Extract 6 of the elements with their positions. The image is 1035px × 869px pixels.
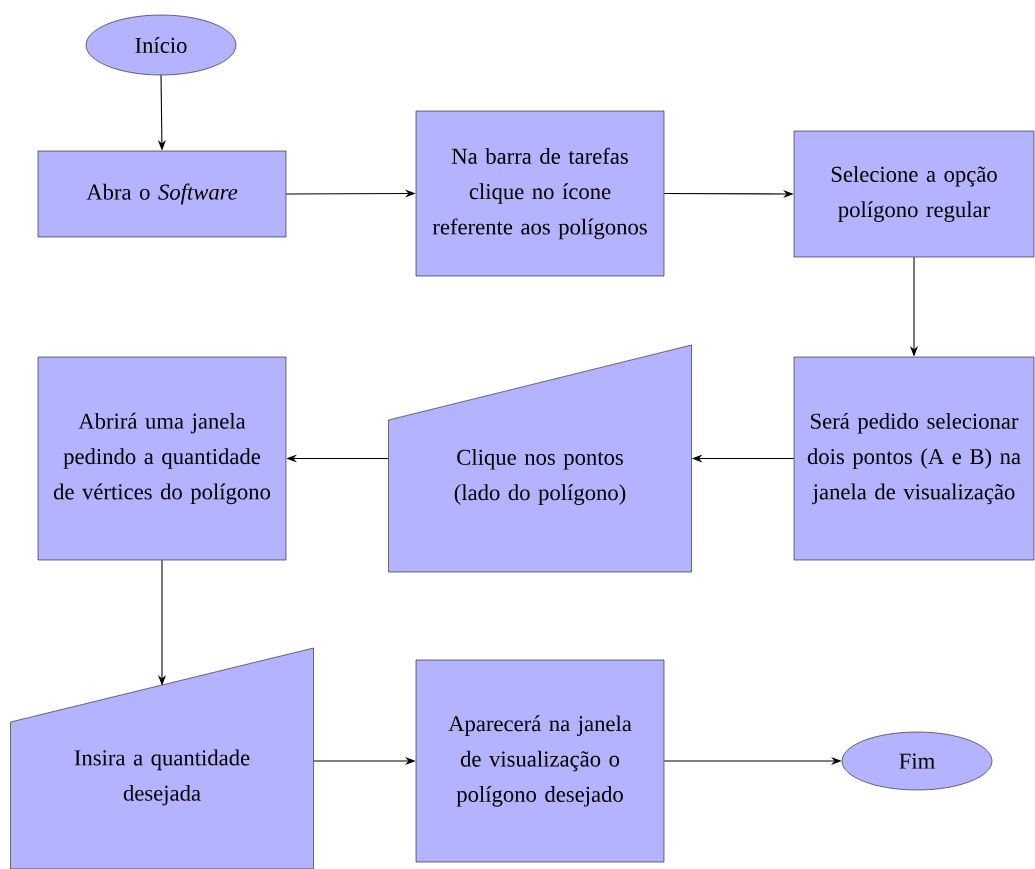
process-box: Na barra de tarefas clique no ícone referente aos polígonos: [415, 110, 665, 277]
process-box: Selecione a opção polígono regular: [793, 130, 1035, 258]
process-box: Abra o Software: [37, 150, 287, 238]
process-box: Aparecerá na janela de visualização o polígono desejado: [415, 659, 665, 863]
process-box: Será pedido selecionar dois pontos (A e B) na janela de visualização: [793, 356, 1035, 561]
process-box: Abrirá uma janela pedindo a quantidade de vértices do polígono: [37, 356, 287, 561]
